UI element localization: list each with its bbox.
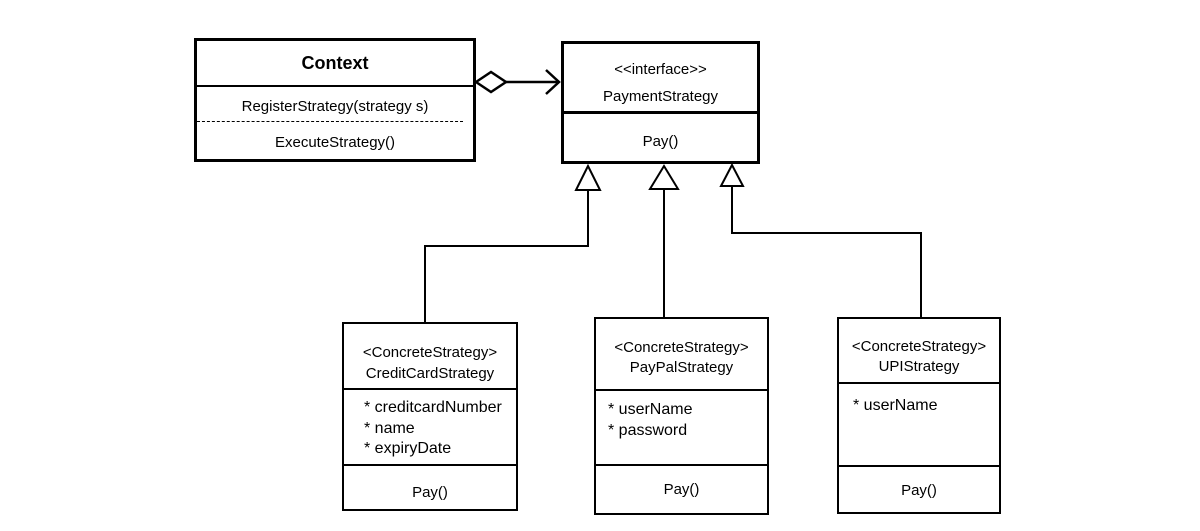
paypal-name: PayPalStrategy [629,359,734,376]
paypal-attr-username: * userName [608,401,693,418]
credit-card-stereotype: <ConcreteStrategy> [362,344,498,361]
upi-stereotype: <ConcreteStrategy> [851,338,987,355]
credit-card-attr-name: * name [364,420,415,437]
upi-divider-bottom [839,465,999,467]
upi-attr-username: * userName [853,397,938,414]
upi-realization-line [731,186,922,318]
upi-strategy-class: <ConcreteStrategy> UPIStrategy * userNam… [837,317,1001,514]
paypal-attr-password: * password [608,422,688,439]
credit-card-realization-arrowhead [574,163,602,191]
aggregation-arrowhead [545,69,561,95]
credit-card-attr-expiry: * expiryDate [364,440,452,457]
credit-card-method: Pay() [412,484,448,501]
credit-card-divider-top [344,388,516,390]
context-dashed-divider [197,121,463,122]
paypal-method: Pay() [663,481,700,498]
upi-name: UPIStrategy [878,358,960,375]
upi-divider-top [839,382,999,384]
payment-strategy-divider [564,111,757,114]
context-method-execute: ExecuteStrategy() [274,134,396,151]
context-class-name: Context [301,53,369,73]
paypal-strategy-class: <ConcreteStrategy> PayPalStrategy * user… [594,317,769,515]
credit-card-divider-bottom [344,464,516,466]
context-divider [197,85,473,87]
payment-strategy-stereotype: <<interface>> [614,61,707,78]
context-method-register: RegisterStrategy(strategy s) [241,98,429,115]
paypal-realization-arrowhead [648,164,680,190]
payment-strategy-method: Pay() [642,133,679,150]
payment-strategy-name: PaymentStrategy [602,88,719,105]
credit-card-name: CreditCardStrategy [365,365,495,382]
context-class: Context RegisterStrategy(strategy s) Exe… [194,38,476,162]
credit-card-attr-number: * creditcardNumber [364,399,502,416]
paypal-divider-top [596,389,767,391]
aggregation-diamond [473,70,509,94]
payment-strategy-interface: <<interface>> PaymentStrategy Pay() [561,41,760,164]
paypal-stereotype: <ConcreteStrategy> [614,339,749,356]
upi-realization-arrowhead [719,162,745,187]
paypal-divider-bottom [596,464,767,466]
upi-method: Pay() [901,482,937,499]
credit-card-realization-line [424,190,589,323]
credit-card-strategy-class: <ConcreteStrategy> CreditCardStrategy * … [342,322,518,511]
